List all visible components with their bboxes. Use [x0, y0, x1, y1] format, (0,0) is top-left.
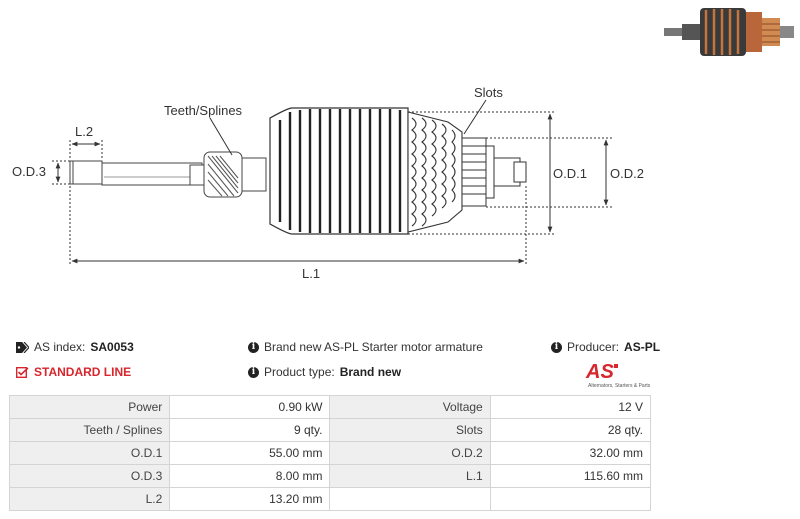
- table-row: Power 0.90 kW Voltage 12 V: [8, 395, 652, 419]
- as-index-label: AS index:: [34, 340, 86, 354]
- spec-label: Voltage: [329, 395, 491, 419]
- commutator: [461, 137, 527, 207]
- producer-value: AS-PL: [624, 340, 661, 354]
- checkbox-icon: [16, 366, 29, 378]
- producer-label: Producer:: [567, 340, 620, 354]
- spec-label: O.D.1: [8, 441, 171, 465]
- label-od2: O.D.2: [610, 166, 644, 181]
- table-row: O.D.1 55.00 mm O.D.2 32.00 mm: [8, 441, 652, 465]
- info-icon: i: [248, 366, 259, 378]
- spec-label: O.D.3: [8, 464, 171, 488]
- description-text: Brand new AS-PL Starter motor armature: [264, 340, 483, 354]
- spec-value: 55.00 mm: [169, 441, 331, 465]
- spec-label: O.D.2: [329, 441, 491, 465]
- armature-photo: [664, 8, 794, 56]
- table-row: Teeth / Splines 9 qty. Slots 28 qty.: [8, 418, 652, 442]
- spec-label: Teeth / Splines: [8, 418, 171, 442]
- product-type-label: Product type:: [264, 365, 335, 379]
- spec-value: 9 qty.: [169, 418, 331, 442]
- label-l1: L.1: [302, 266, 320, 281]
- armature-diagram: Teeth/Splines Slots L.2 O.D.3 O.D.1 O.D.…: [12, 85, 644, 281]
- product-type: i Product type: Brand new: [248, 365, 401, 379]
- info-icon: i: [551, 341, 562, 353]
- label-od1: O.D.1: [553, 166, 587, 181]
- product-type-value: Brand new: [339, 365, 402, 379]
- spec-value: 13.20 mm: [169, 487, 331, 511]
- label-teeth-splines: Teeth/Splines: [164, 103, 243, 118]
- spec-label: Slots: [329, 418, 491, 442]
- spec-label: L.1: [329, 464, 491, 488]
- label-l2: L.2: [75, 124, 93, 139]
- svg-text:AS: AS: [585, 361, 614, 383]
- tag-icon: [16, 341, 29, 353]
- producer: i Producer: AS-PL: [551, 340, 660, 354]
- pinion-splines: [203, 151, 267, 198]
- armature-core: [269, 107, 409, 235]
- svg-text:Alternators, Starters & Parts: Alternators, Starters & Parts: [588, 383, 651, 389]
- product-description: i Brand new AS-PL Starter motor armature: [248, 340, 483, 354]
- label-od3: O.D.3: [12, 164, 46, 179]
- as-index: AS index: SA0053: [16, 340, 134, 354]
- info-icon: i: [248, 341, 259, 353]
- spec-value: 8.00 mm: [169, 464, 331, 488]
- table-row: O.D.3 8.00 mm L.1 115.60 mm: [8, 464, 652, 488]
- spec-empty: [329, 487, 491, 511]
- product-info: AS index: SA0053 STANDARD LINE i Brand n…: [0, 336, 800, 392]
- spec-label: Power: [8, 395, 171, 419]
- spec-value: 12 V: [489, 395, 652, 419]
- table-row: L.2 13.20 mm: [8, 487, 652, 511]
- as-logo: AS Alternators, Starters & Parts: [585, 361, 651, 389]
- as-index-value: SA0053: [90, 340, 134, 354]
- spec-value: 115.60 mm: [489, 464, 652, 488]
- spec-value: 0.90 kW: [169, 395, 331, 419]
- spec-value: 32.00 mm: [489, 441, 652, 465]
- spec-value: 28 qty.: [489, 418, 652, 442]
- spec-empty: [489, 487, 652, 511]
- line-name: STANDARD LINE: [34, 365, 132, 379]
- label-slots: Slots: [474, 85, 503, 100]
- spec-table: Power 0.90 kW Voltage 12 V Teeth / Splin…: [8, 395, 652, 511]
- product-line: STANDARD LINE: [16, 365, 131, 379]
- windings: [407, 111, 463, 233]
- spec-label: L.2: [8, 487, 171, 511]
- shaft-end: [69, 160, 205, 186]
